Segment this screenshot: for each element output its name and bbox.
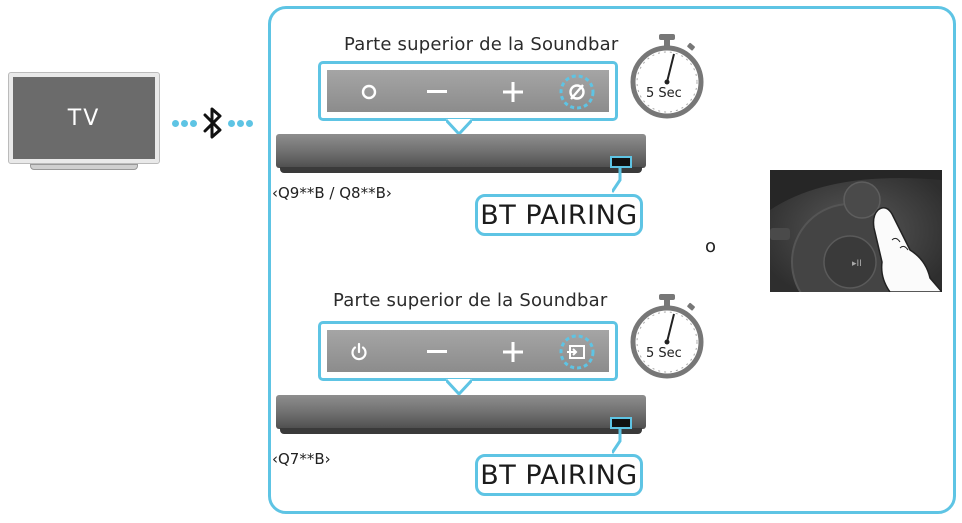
connection-dots-right xyxy=(228,120,264,128)
input-source-icon xyxy=(559,334,595,370)
minus-icon xyxy=(423,78,451,106)
section-2-model-label: ‹Q7**B› xyxy=(272,450,331,468)
section-2-timer-label: 5 Sec xyxy=(646,346,682,361)
section-1-soundbar-base xyxy=(280,167,642,173)
section-2-panel-pointer xyxy=(446,379,472,395)
section-1-soundbar xyxy=(276,134,646,168)
minus-icon xyxy=(423,338,451,366)
svg-text:▸II: ▸II xyxy=(852,259,862,269)
remote-control-photo: ▸II xyxy=(770,170,942,292)
section-2-bt-port xyxy=(610,417,632,429)
section-2-bt-pairing-label: BT PAIRING xyxy=(475,454,643,496)
plus-icon xyxy=(499,78,527,106)
section-2-title: Parte superior de la Soundbar xyxy=(333,290,607,311)
section-1-title: Parte superior de la Soundbar xyxy=(344,34,618,55)
tv-screen: TV xyxy=(13,77,155,159)
section-2-connector-line xyxy=(612,429,628,455)
tv-stand xyxy=(30,164,138,170)
power-icon xyxy=(345,338,373,366)
section-2-control-panel xyxy=(318,321,618,381)
section-1-panel-pointer xyxy=(446,119,472,135)
plus-icon xyxy=(499,338,527,366)
connection-dots-left xyxy=(172,120,198,128)
bluetooth-slash-icon xyxy=(559,74,595,110)
section-2-soundbar-base xyxy=(280,428,642,434)
section-1-timer-label: 5 Sec xyxy=(646,86,682,101)
section-1-connector-line xyxy=(612,168,628,194)
bluetooth-icon xyxy=(202,106,224,140)
tv-illustration: TV xyxy=(8,72,160,176)
power-icon xyxy=(355,78,383,106)
section-2-stopwatch-icon xyxy=(626,290,708,382)
section-2-soundbar xyxy=(276,395,646,429)
section-1-model-label: ‹Q9**B / Q8**B› xyxy=(272,184,392,202)
section-1-control-panel xyxy=(318,61,618,121)
alternative-or-text: o xyxy=(705,236,716,257)
section-1-stopwatch-icon xyxy=(626,30,708,122)
section-1-bt-pairing-label: BT PAIRING xyxy=(475,194,643,236)
tv-label: TV xyxy=(68,106,101,131)
section-1-bt-port xyxy=(610,156,632,168)
